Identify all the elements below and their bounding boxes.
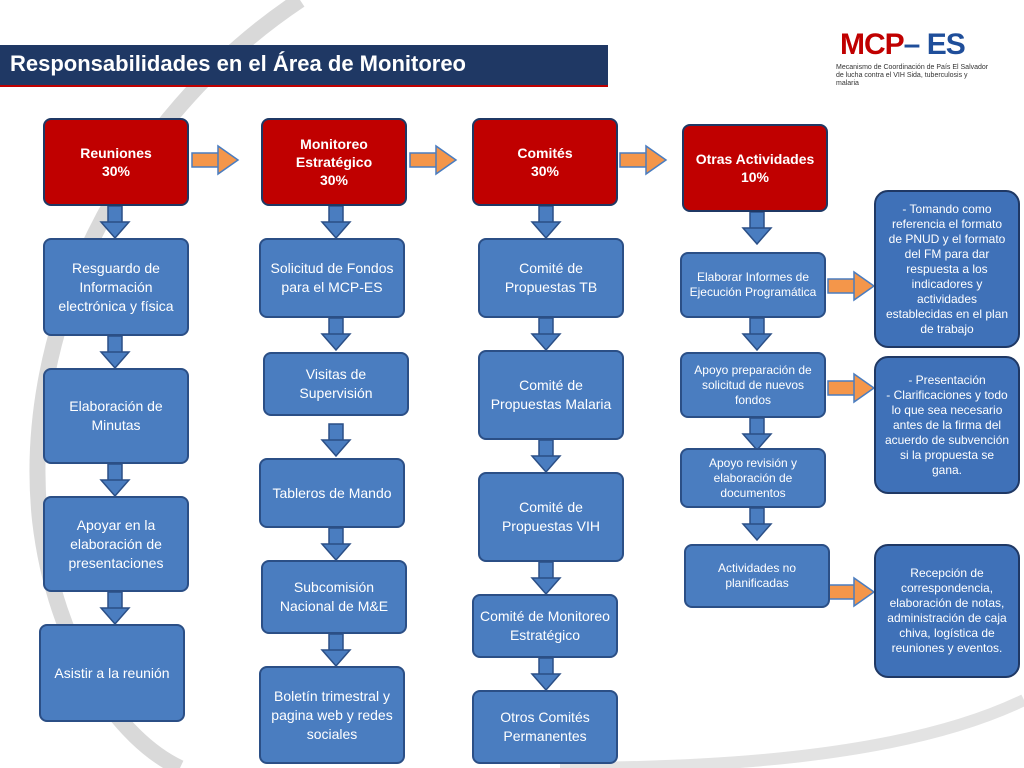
item-apoyo-preparacion: Apoyo preparación de solicitud de nuevos… <box>680 352 826 418</box>
note-presentacion: - Presentación - Clarificaciones y todo … <box>874 356 1020 494</box>
page-title: Responsabilidades en el Área de Monitore… <box>10 51 466 76</box>
logo-dash: – <box>903 28 921 61</box>
mcp-es-logo: MCP– ES Mecanismo de Coordinación de Paí… <box>832 28 992 88</box>
header-monitoreo-estrategico: Monitoreo Estratégico 30% <box>261 118 407 206</box>
item-apoyo-revision: Apoyo revisión y elaboración de document… <box>680 448 826 508</box>
item-elaborar-informes: Elaborar Informes de Ejecución Programát… <box>680 252 826 318</box>
item-comite-malaria: Comité de Propuestas Malaria <box>478 350 624 440</box>
item-comite-tb: Comité de Propuestas TB <box>478 238 624 318</box>
logo-name-part2: ES <box>926 28 966 61</box>
item-apoyar-presentaciones: Apoyar en la elaboración de presentacion… <box>43 496 189 592</box>
item-comite-monitoreo: Comité de Monitoreo Estratégico <box>472 594 618 658</box>
header-otras-actividades: Otras Actividades 10% <box>682 124 828 212</box>
item-asistir-reunion: Asistir a la reunión <box>39 624 185 722</box>
item-otros-comites: Otros Comités Permanentes <box>472 690 618 764</box>
header-comites: Comités 30% <box>472 118 618 206</box>
logo-wordmark: MCP– ES <box>840 28 966 62</box>
item-tableros-mando: Tableros de Mando <box>259 458 405 528</box>
item-resguardo-informacion: Resguardo de Información electrónica y f… <box>43 238 189 336</box>
title-bar: Responsabilidades en el Área de Monitore… <box>0 45 608 87</box>
item-subcomision-me: Subcomisión Nacional de M&E <box>261 560 407 634</box>
item-comite-vih: Comité de Propuestas VIH <box>478 472 624 562</box>
item-actividades-no-planificadas: Actividades no planificadas <box>684 544 830 608</box>
item-solicitud-fondos: Solicitud de Fondos para el MCP-ES <box>259 238 405 318</box>
note-informes: - Tomando como referencia el formato de … <box>874 190 1020 348</box>
item-visitas-supervision: Visitas de Supervisión <box>263 352 409 416</box>
item-elaboracion-minutas: Elaboración de Minutas <box>43 368 189 464</box>
logo-subtitle: Mecanismo de Coordinación de País El Sal… <box>836 64 989 87</box>
note-correspondencia: Recepción de correspondencia, elaboració… <box>874 544 1020 678</box>
item-boletin-trimestral: Boletín trimestral y pagina web y redes … <box>259 666 405 764</box>
logo-name-part1: MCP <box>840 28 905 61</box>
header-reuniones: Reuniones 30% <box>43 118 189 206</box>
